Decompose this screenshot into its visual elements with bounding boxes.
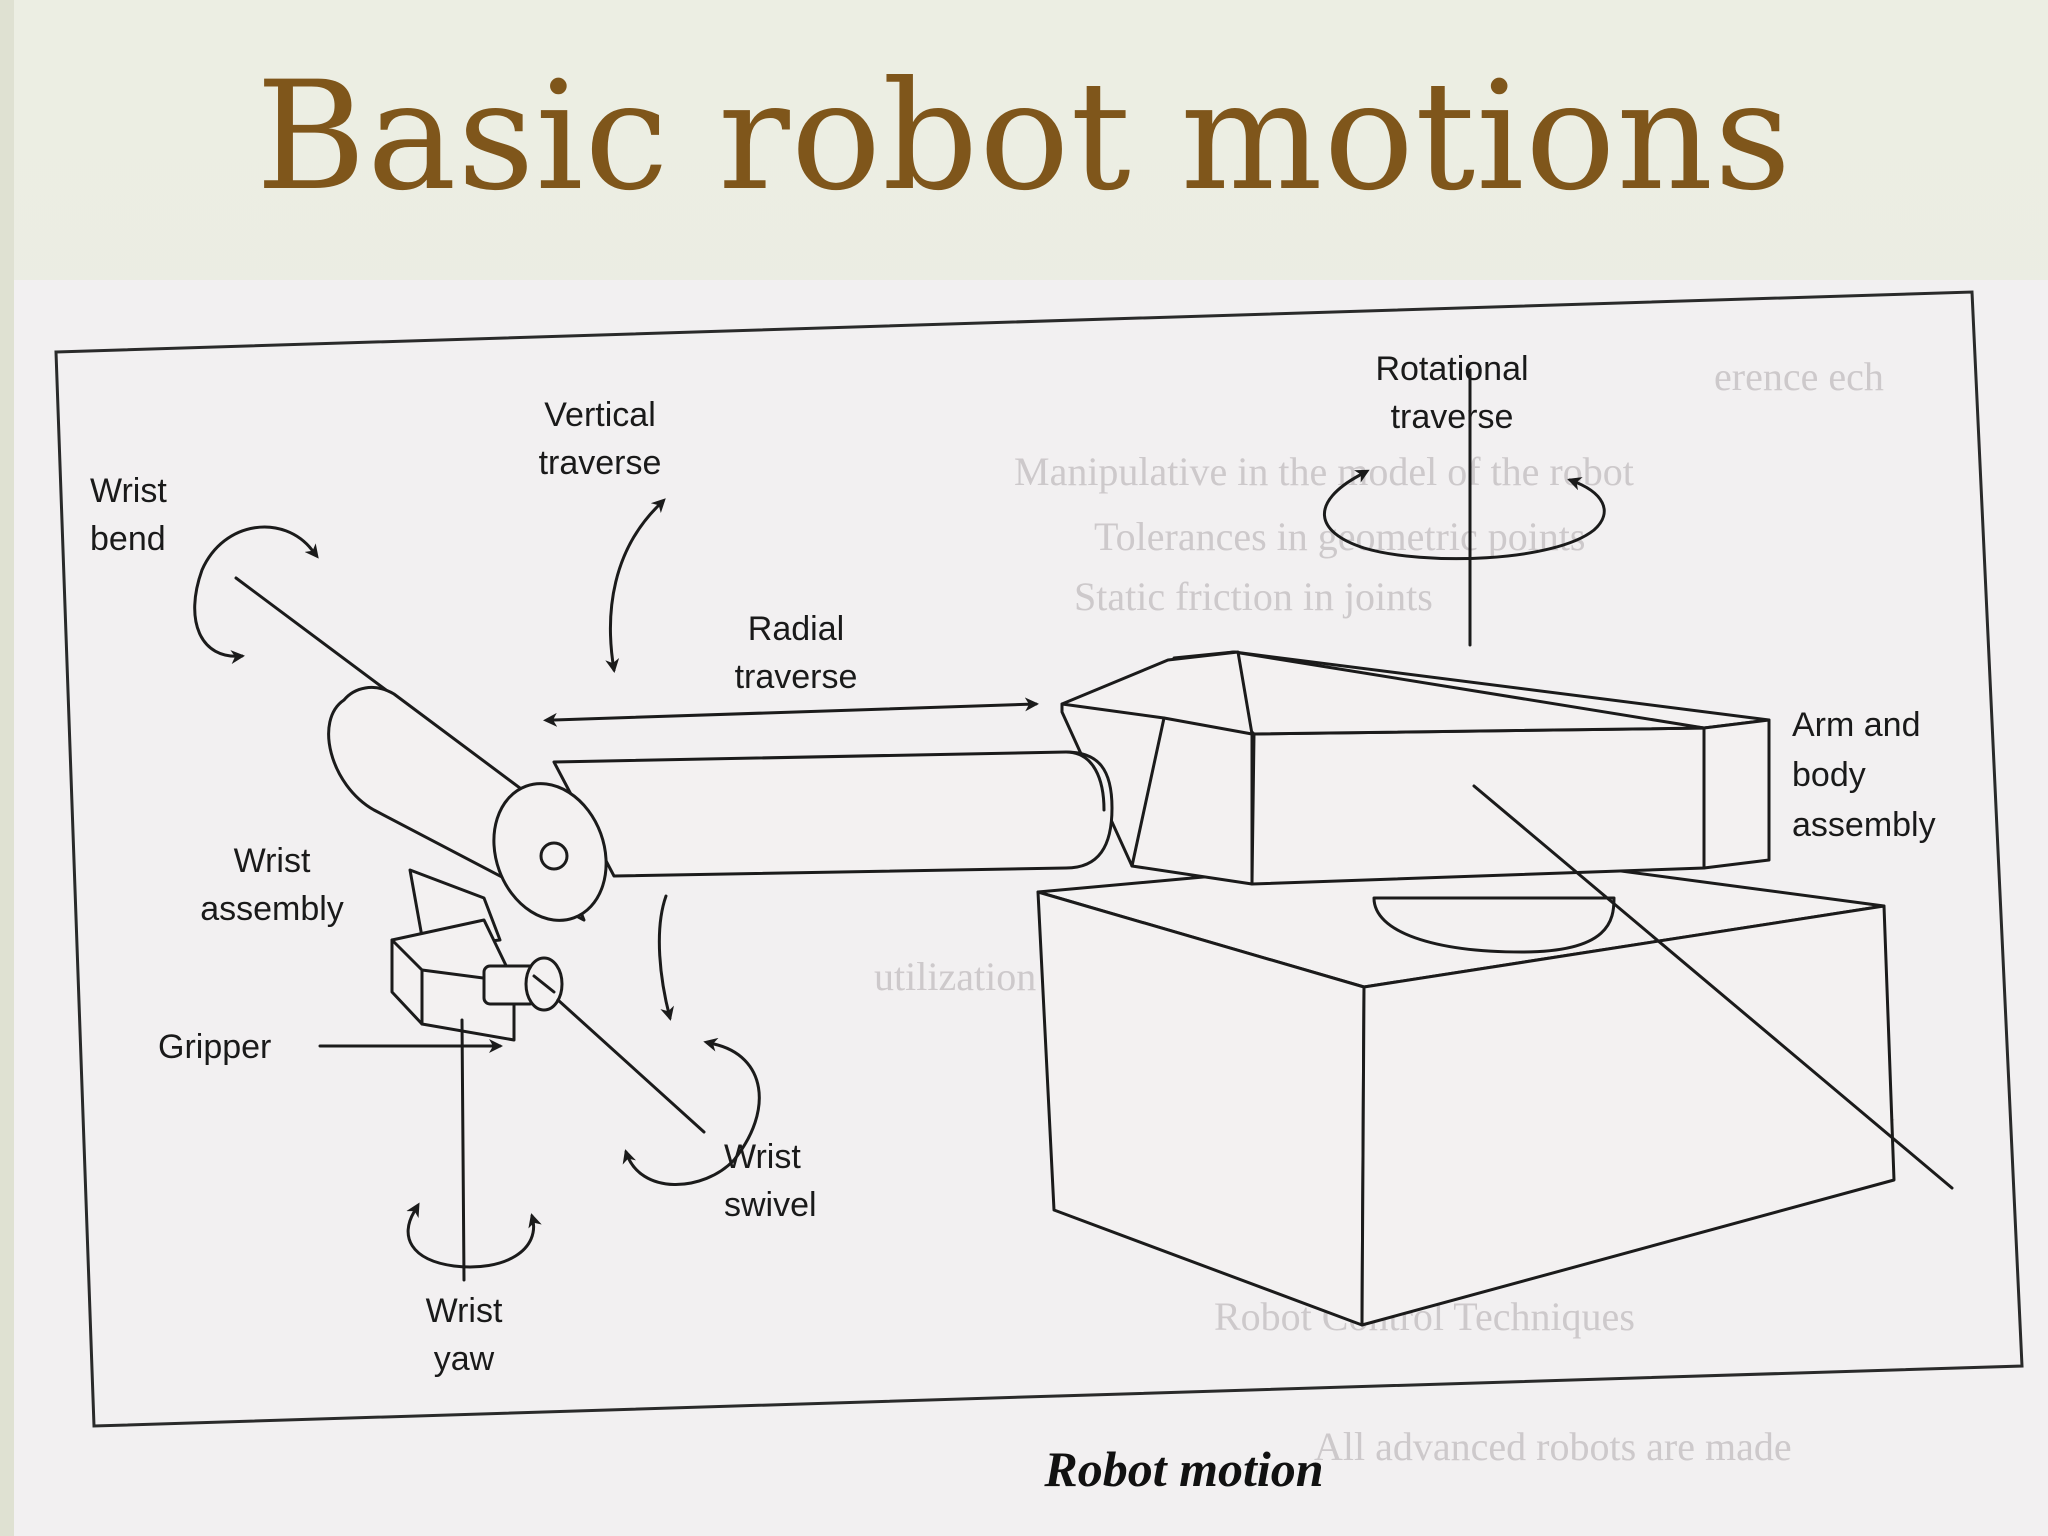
label-wrist-yaw: Wrist yaw xyxy=(426,1292,503,1378)
figure-frame xyxy=(54,290,2024,1428)
svg-text:assembly: assembly xyxy=(1792,806,1936,844)
arm-body-box xyxy=(1060,650,1771,886)
svg-text:Static friction in joints: Static friction in joints xyxy=(1074,574,1433,619)
svg-text:Vertical: Vertical xyxy=(544,396,656,434)
wrist-bend-arrow xyxy=(193,525,319,665)
wrist-swivel-arrow xyxy=(622,1037,761,1186)
svg-text:yaw: yaw xyxy=(434,1340,495,1378)
svg-text:All advanced robots are made: All advanced robots are made xyxy=(1314,1424,1792,1469)
label-wrist-bend: Wrist bend xyxy=(90,472,167,558)
robot-motion-diagram: erence ech Manipulative in the model of … xyxy=(14,280,2048,1536)
label-gripper: Gripper xyxy=(158,1028,271,1066)
svg-text:assembly: assembly xyxy=(200,890,344,928)
wrist-yaw-axis xyxy=(460,1018,466,1282)
svg-text:body: body xyxy=(1792,756,1866,794)
svg-text:Wrist: Wrist xyxy=(724,1138,801,1176)
svg-text:Wrist: Wrist xyxy=(234,842,311,880)
label-radial-traverse: Radial traverse xyxy=(735,610,858,696)
wrist-cylinder xyxy=(327,685,608,922)
turntable xyxy=(1372,896,1616,954)
label-wrist-swivel: Wrist swivel xyxy=(724,1138,817,1224)
svg-text:Wrist: Wrist xyxy=(90,472,167,510)
radial-arm xyxy=(552,750,1114,878)
svg-text:Radial: Radial xyxy=(748,610,844,648)
svg-text:Rotational: Rotational xyxy=(1375,350,1528,388)
body-axis-line xyxy=(1472,784,1954,1190)
svg-text:traverse: traverse xyxy=(1391,398,1514,436)
label-rotational-traverse: Rotational traverse xyxy=(1375,350,1528,436)
slide-left-strip xyxy=(0,0,14,1536)
slide-title: Basic robot motions xyxy=(255,50,1793,224)
scanned-figure: erence ech Manipulative in the model of … xyxy=(14,280,2048,1536)
svg-text:swivel: swivel xyxy=(724,1186,817,1224)
vertical-traverse-arrow xyxy=(605,498,666,673)
svg-text:Wrist: Wrist xyxy=(426,1292,503,1330)
radial-traverse-arrow xyxy=(543,697,1039,727)
rotational-traverse-arrow xyxy=(1323,469,1606,561)
label-arm-body-assembly: Arm and body assembly xyxy=(1792,706,1936,844)
svg-text:Arm and: Arm and xyxy=(1792,706,1921,744)
svg-text:traverse: traverse xyxy=(539,444,662,482)
arm-down-arrow xyxy=(657,894,674,1021)
svg-text:Manipulative in the model of t: Manipulative in the model of the robot xyxy=(1014,449,1634,494)
svg-text:traverse: traverse xyxy=(735,658,858,696)
wrist-yaw-arrow xyxy=(406,1202,542,1269)
svg-text:erence ech: erence ech xyxy=(1714,354,1884,399)
figure-caption: Robot motion xyxy=(1043,1441,1323,1497)
svg-text:bend: bend xyxy=(90,520,166,558)
label-vertical-traverse: Vertical traverse xyxy=(539,396,662,482)
wrist-assembly xyxy=(390,868,564,1042)
robot-base xyxy=(1036,850,1896,1327)
label-wrist-assembly: Wrist assembly xyxy=(200,842,344,928)
